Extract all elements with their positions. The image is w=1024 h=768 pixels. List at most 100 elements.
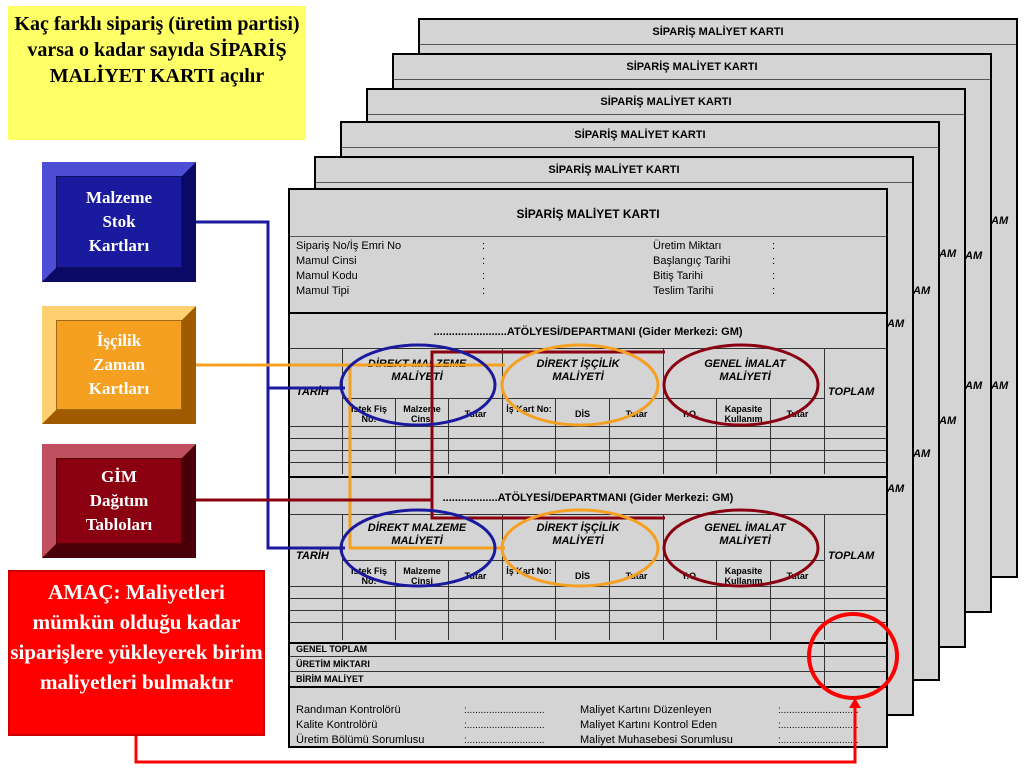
divider	[290, 348, 886, 349]
di-ellipse-1	[500, 343, 660, 427]
back-card-title: SİPARİŞ MALİYET KARTI	[368, 90, 964, 115]
malzeme-stok-box: Malzeme Stok Kartları	[42, 162, 196, 282]
iscilik-zaman-box: İşçilik Zaman Kartları	[42, 306, 196, 424]
sub-gim-tutar: Tutar	[786, 571, 809, 581]
footer-uretim-bolumu: Üretim Bölümü Sorumlusu	[296, 734, 425, 746]
footer-kalite: Kalite Kontrolörü	[296, 719, 378, 731]
toplam-highlight-circle	[807, 612, 899, 700]
back-card-fragment: AM	[913, 285, 931, 297]
gim-connector	[196, 350, 665, 520]
info-colon: :	[482, 255, 486, 267]
divider	[290, 671, 886, 672]
sub-dis: DİS	[574, 409, 590, 419]
back-card-title: SİPARİŞ MALİYET KARTI	[394, 55, 990, 80]
cost-table-2: TARİH DİREKT MALZEME MALİYETİ DİREKT İŞÇ…	[290, 514, 886, 640]
card-title: SİPARİŞ MALİYET KARTI	[290, 190, 886, 237]
back-card-title: SİPARİŞ MALİYET KARTI	[342, 123, 938, 148]
footer-dots: :............................	[464, 705, 545, 716]
sub-malzeme-cinsi: Malzeme Cinsi	[403, 566, 441, 586]
divider	[290, 656, 886, 657]
back-card-fragment: AM	[991, 380, 1009, 392]
back-card-title: SİPARİŞ MALİYET KARTI	[316, 158, 912, 183]
siparis-maliyet-karti: SİPARİŞ MALİYET KARTI Sipariş No/İş Emri…	[288, 188, 888, 748]
di-ellipse-2	[500, 508, 660, 588]
amac-text: AMAÇ: Maliyetleri mümkün olduğu kadar si…	[10, 580, 263, 694]
amac-connector	[134, 706, 857, 764]
total-birim-maliyet: BİRİM MALİYET	[296, 674, 364, 684]
gim-dagitim-label: GİM Dağıtım Tabloları	[85, 467, 153, 534]
back-card-fragment: AM	[939, 415, 957, 427]
sub-gim-tutar: Tutar	[786, 409, 809, 419]
divider	[290, 514, 886, 515]
sub-is-kart: İş Kart No:	[506, 404, 552, 414]
sub-di-tutar: Tutar	[625, 571, 648, 581]
info-colon: :	[772, 255, 776, 267]
back-card-fragment: AM	[939, 248, 957, 260]
back-card-fragment: AM	[913, 448, 931, 460]
col-toplam: TOPLAM	[828, 550, 875, 562]
footer-kontrol-eden: Maliyet Kartını Kontrol Eden	[580, 719, 717, 731]
total-uretim-miktari: ÜRETİM MİKTARI	[296, 659, 370, 669]
gim-ellipse-1	[662, 343, 820, 427]
amac-arrow-head	[849, 698, 861, 708]
sub-istek-fis: İstek Fiş No:	[350, 404, 388, 424]
sub-malzeme-cinsi: Malzeme Cinsi	[403, 404, 441, 424]
divider	[290, 312, 886, 314]
info-colon: :	[772, 240, 776, 252]
iscilik-connector	[196, 363, 505, 550]
info-uretim-miktari: Üretim Miktarı	[653, 240, 722, 252]
divider	[290, 476, 886, 478]
col-di-title: DİREKT İŞÇİLİK MALİYETİ	[536, 358, 620, 383]
col-dm-title: DİREKT MALZEME MALİYETİ	[367, 522, 467, 547]
info-colon: :	[482, 240, 486, 252]
dm-ellipse-2	[339, 508, 497, 588]
footer-dots: :............................	[464, 720, 545, 731]
footer-muhasebe: Maliyet Muhasebesi Sorumlusu	[580, 734, 733, 746]
malzeme-stok-label: Malzeme Stok Kartları	[85, 188, 153, 255]
gim-ellipse-2	[662, 508, 820, 588]
info-teslim: Teslim Tarihi	[653, 285, 714, 297]
dm-ellipse-1	[339, 343, 497, 427]
sub-dm-tutar: Tutar	[464, 571, 487, 581]
malzeme-connector	[196, 220, 345, 550]
iscilik-zaman-label: İşçilik Zaman Kartları	[88, 331, 150, 398]
footer-dots: :............................	[778, 705, 859, 716]
total-genel-toplam: GENEL TOPLAM	[296, 644, 368, 654]
info-colon: :	[482, 270, 486, 282]
info-mamul-kodu: Mamul Kodu	[296, 270, 358, 282]
col-toplam: TOPLAM	[828, 386, 875, 398]
info-mamul-tipi: Mamul Tipi	[296, 285, 350, 297]
footer-dots: :............................	[464, 735, 545, 746]
back-card-fragment: AM	[887, 483, 905, 495]
back-card-fragment: AM	[965, 250, 983, 262]
footer-dots: :............................	[778, 720, 859, 731]
dept-title-1: ........................ATÖLYESİ/DEPARTM…	[433, 326, 743, 338]
info-colon: :	[482, 285, 486, 297]
note-box: Kaç farklı sipariş (üretim partisi) vars…	[8, 6, 306, 140]
divider	[290, 642, 886, 644]
dept-title-2: ..................ATÖLYESİ/DEPARTMANI (G…	[442, 492, 734, 504]
col-gim-title: GENEL İMALAT MALİYETİ	[704, 522, 786, 547]
col-gim-title: GENEL İMALAT MALİYETİ	[704, 358, 786, 383]
back-card-fragment: AM	[965, 380, 983, 392]
sub-dm-tutar: Tutar	[464, 409, 487, 419]
footer-randiman: Randıman Kontrolörü	[296, 704, 401, 716]
col-di-title: DİREKT İŞÇİLİK MALİYETİ	[536, 522, 620, 547]
sub-is-kart: İş Kart No:	[506, 566, 552, 576]
sub-dis: DİS	[574, 571, 590, 581]
info-siparis-no: Sipariş No/İş Emri No	[296, 240, 402, 252]
gim-dagitim-box: GİM Dağıtım Tabloları	[42, 444, 196, 558]
back-card-title: SİPARİŞ MALİYET KARTI	[420, 20, 1016, 45]
sub-istek-fis: İstek Fiş No:	[350, 566, 388, 586]
footer-duzenleyen: Maliyet Kartını Düzenleyen	[580, 704, 712, 716]
footer-dots: :............................	[778, 735, 859, 746]
divider	[290, 686, 886, 688]
info-colon: :	[772, 285, 776, 297]
col-tarih: TARİH	[296, 550, 329, 562]
amac-box: AMAÇ: Maliyetleri mümkün olduğu kadar si…	[8, 570, 265, 736]
sub-kapasite: Kapasite Kullanım	[724, 566, 763, 586]
info-mamul-cinsi: Mamul Cinsi	[296, 255, 357, 267]
info-bitis: Bitiş Tarihi	[653, 270, 703, 282]
info-baslangic: Başlangıç Tarihi	[653, 255, 731, 267]
